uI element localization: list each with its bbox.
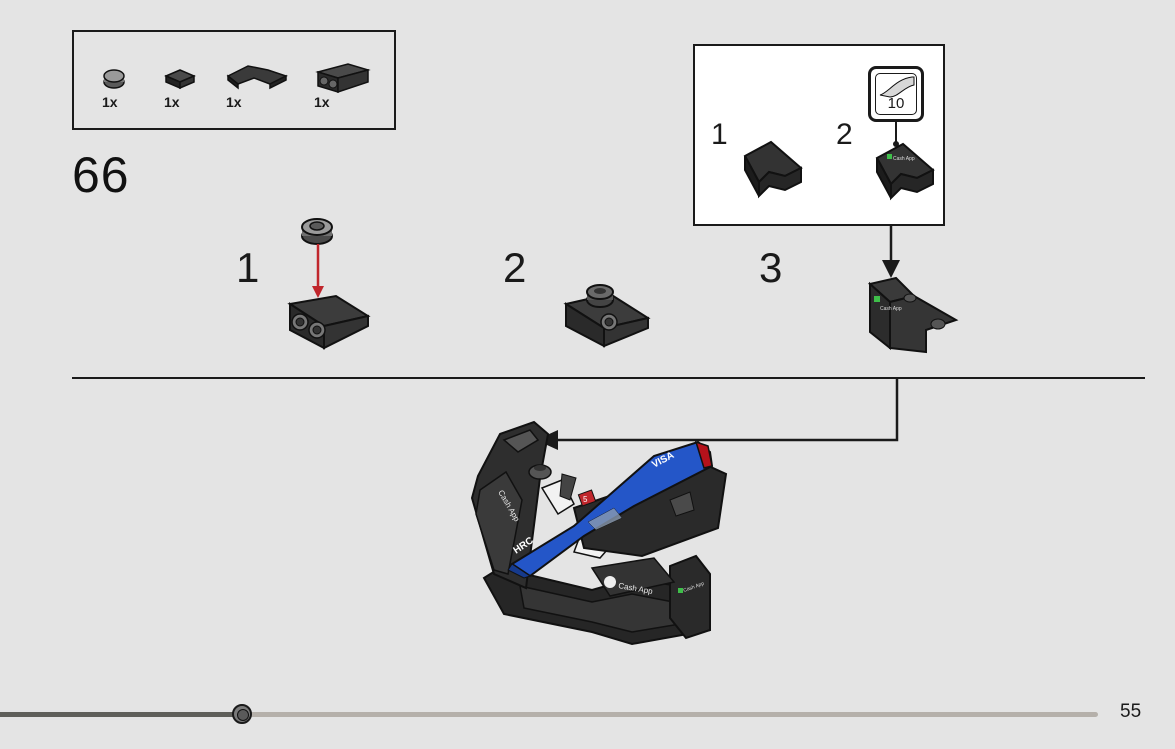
number-5-sticker: 5	[583, 495, 588, 504]
part-qty-4: 1x	[314, 94, 330, 110]
assembly-arrow-red-icon	[312, 244, 324, 298]
part-tile-1x1-icon	[164, 69, 196, 90]
cash-app-sticker-small: Cash App	[880, 306, 902, 312]
part-round-plate-icon	[103, 69, 125, 89]
car-rear-assembly-illustration: Cash App Cash App Cash App VISA 5 HRC	[470, 420, 728, 646]
round-plate-icon	[301, 218, 333, 245]
sticker-number: 10	[887, 95, 905, 112]
part-qty-2: 1x	[164, 94, 180, 110]
progress-knob-icon	[232, 704, 252, 724]
sticker-reference: 10	[868, 66, 924, 122]
part-bracket-icon	[315, 63, 371, 94]
cash-app-sticker-callout: Cash App	[893, 156, 915, 162]
bracket-with-corner-tile-icon: Cash App	[867, 276, 959, 354]
sticker-pointer-icon	[893, 120, 899, 147]
sub-assembly-callout: 1 2 10 Cash App	[693, 44, 945, 226]
bracket-with-plate-icon	[563, 284, 651, 348]
progress-track	[0, 712, 1098, 717]
section-divider	[72, 377, 1145, 379]
parts-list-box: 1x 1x 1x 1x	[72, 30, 396, 130]
sticker-peel-icon	[879, 76, 915, 98]
substep-2-number: 2	[503, 244, 527, 291]
part-qty-3: 1x	[226, 94, 242, 110]
substep-1-number: 1	[236, 244, 260, 291]
progress-fill	[0, 712, 242, 717]
part-corner-tile-icon	[226, 65, 288, 90]
part-qty-1: 1x	[102, 94, 118, 110]
callout-step-2-number: 2	[836, 118, 853, 151]
assembly-arrow-down-icon	[882, 226, 900, 278]
page-number: 55	[1120, 701, 1142, 722]
corner-tile-icon	[743, 140, 803, 199]
callout-step-1-number: 1	[711, 118, 728, 151]
substep-3-number: 3	[759, 244, 783, 291]
corner-tile-with-sticker-icon: Cash App	[875, 142, 935, 201]
bracket-brick-icon	[287, 294, 371, 350]
step-number: 66	[72, 147, 130, 203]
